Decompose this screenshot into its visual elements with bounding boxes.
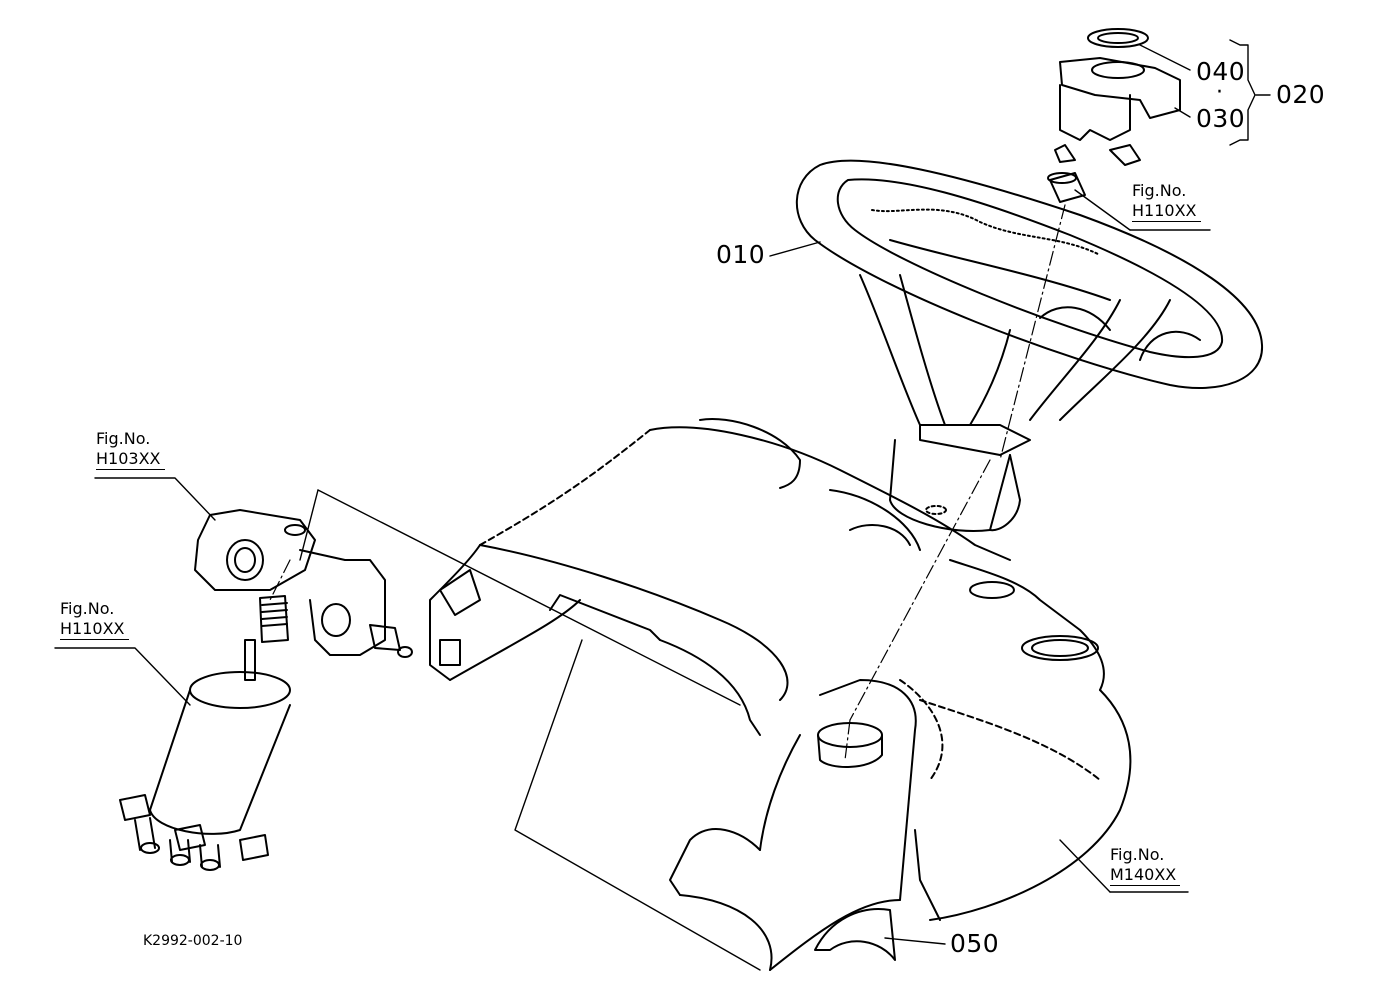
fig-ref-code: M140XX bbox=[1110, 865, 1181, 886]
steering-unit bbox=[119, 595, 291, 871]
part-label-030: 030 bbox=[1196, 104, 1246, 133]
fig-ref-code: H110XX bbox=[60, 619, 129, 640]
fig-ref-prefix: Fig.No. bbox=[1132, 181, 1187, 200]
column-cover bbox=[429, 418, 1132, 971]
horn-cap-assembly bbox=[1047, 28, 1181, 203]
fig-ref-h103xx: Fig.No. H103XX bbox=[96, 429, 165, 470]
fig-ref-m140xx: Fig.No. M140XX bbox=[1110, 845, 1181, 886]
fig-ref-code: H110XX bbox=[1132, 201, 1201, 222]
part-label-040: 040 bbox=[1196, 57, 1246, 86]
leader-lines bbox=[54, 39, 1271, 945]
part-label-010: 010 bbox=[716, 240, 766, 269]
fig-ref-code: H103XX bbox=[96, 449, 165, 470]
steering-wheel bbox=[795, 159, 1264, 532]
separator-dot: · bbox=[1216, 80, 1223, 105]
part-label-020: 020 bbox=[1276, 80, 1326, 109]
drawing-id: K2992-002-10 bbox=[143, 933, 243, 949]
fig-ref-prefix: Fig.No. bbox=[1110, 845, 1165, 864]
center-lines bbox=[269, 204, 1066, 761]
fig-ref-prefix: Fig.No. bbox=[96, 429, 151, 448]
part-label-050: 050 bbox=[950, 929, 1000, 958]
connection-lines bbox=[299, 489, 761, 971]
fig-ref-prefix: Fig.No. bbox=[60, 599, 115, 618]
fig-ref-h110xx-top: Fig.No. H110XX bbox=[1132, 181, 1201, 222]
fig-ref-h110xx-left: Fig.No. H110XX bbox=[60, 599, 129, 640]
column-bracket bbox=[194, 509, 413, 658]
